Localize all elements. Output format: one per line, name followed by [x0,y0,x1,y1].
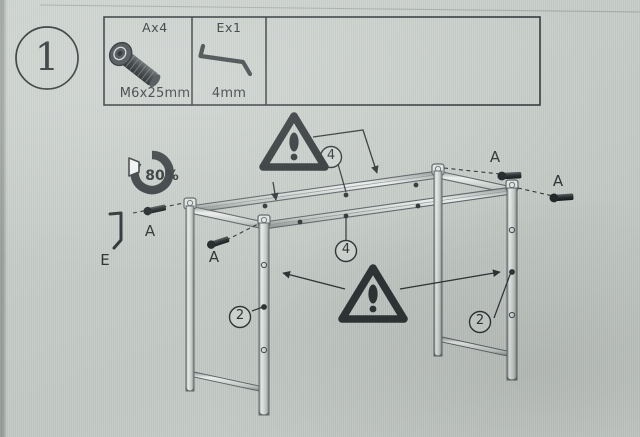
torque-arc-icon [128,150,174,195]
leader-callout-2-right [493,271,512,319]
part-a-code: Ax4 [142,20,168,35]
screw-exploded-left-far [132,202,185,216]
screw-exploded-right-far [443,167,522,181]
screw-label-right-far: A [489,148,501,166]
step-circle [15,26,79,90]
leader-callout-2-left [251,306,264,312]
callout-2-left-label: 2 [235,308,245,323]
screw-exploded-left-near [206,223,259,249]
desk-frame [183,163,519,416]
screw-label-right-near: A [552,172,564,190]
leader-warning-bottom-right [399,269,501,290]
callout-circle-2-right [468,310,492,334]
warning-triangle-icon-top [259,112,329,171]
callout-circle-4-lower [334,239,358,263]
torque-label: 80% [145,168,179,184]
screw-label-left-far: A [144,222,156,240]
callout-circle-2-left [228,305,252,329]
leader-warning-bottom-left [282,270,346,290]
allen-key-icon [198,43,253,77]
screw-icon [108,41,161,88]
part-empty-cell [266,17,540,105]
part-a-size: M6x25mm [119,86,191,101]
callout-2-right-label: 2 [475,313,485,328]
leader-callout-4-top [337,163,347,193]
leader-warning-elbow [312,129,379,174]
leader-warning-top [270,181,279,201]
parts-table-frame [103,16,541,106]
callout-4-lower-label: 4 [341,242,351,257]
warning-triangle-icon-bottom [338,264,408,323]
screw-exploded-right-near [517,187,574,203]
step-number: 1 [34,35,60,79]
part-e-code: Ex1 [216,20,242,35]
callout-4-top-label: 4 [326,148,336,163]
screw-label-left-near: A [208,248,220,266]
allen-key-label: E [100,251,110,269]
part-e-size: 4mm [211,86,247,101]
allen-key-in-scene [108,211,123,250]
